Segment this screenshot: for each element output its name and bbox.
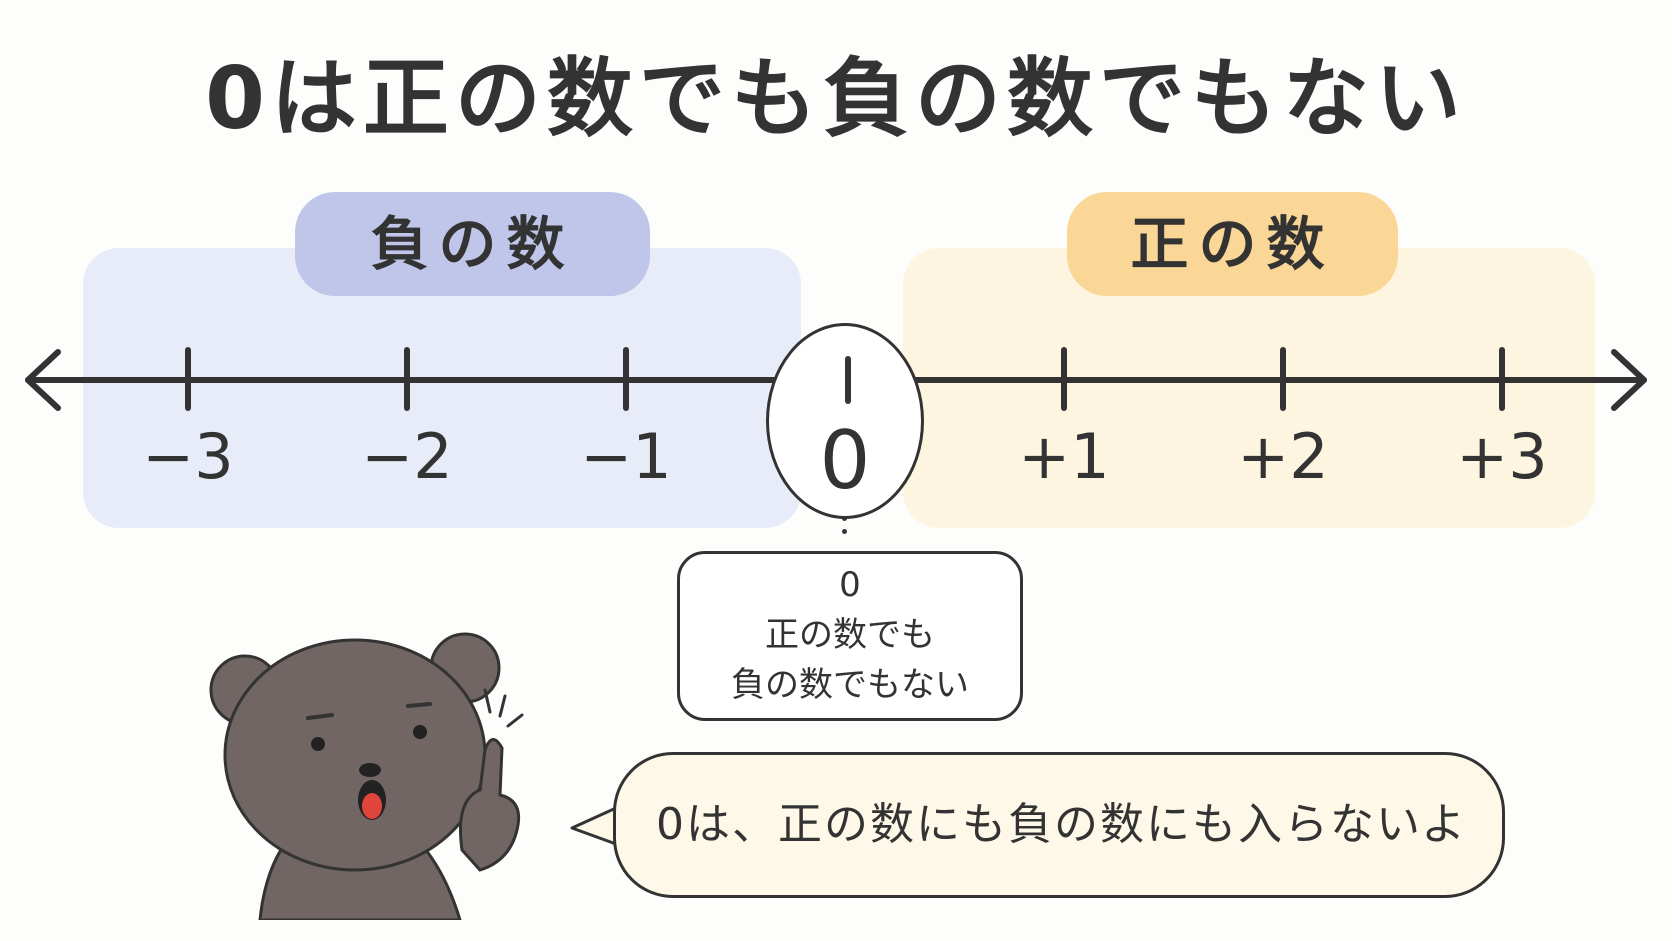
tick-label: −1 xyxy=(580,420,672,493)
note-line-3: 負の数でもない xyxy=(731,665,969,705)
tick-label: +2 xyxy=(1237,420,1329,493)
zero-tick-label: 0 xyxy=(819,414,871,507)
zero-highlight-circle: 0 xyxy=(766,323,924,519)
negative-numbers-label: 負の数 xyxy=(295,192,650,296)
left-arrow-icon xyxy=(25,349,61,411)
speech-bubble-text: 0は、正の数にも負の数にも入らないよ xyxy=(656,799,1468,850)
note-line-2: 正の数でも xyxy=(765,615,935,655)
zero-tick xyxy=(845,356,851,404)
note-line-1: 0 xyxy=(839,565,861,605)
tick-label: +1 xyxy=(1018,420,1110,493)
speech-bubble-tail xyxy=(570,806,617,846)
tick-label: −3 xyxy=(142,420,234,493)
positive-numbers-label: 正の数 xyxy=(1067,192,1398,296)
tick-label: +3 xyxy=(1456,420,1548,493)
speech-bubble: 0は、正の数にも負の数にも入らないよ xyxy=(613,752,1505,898)
zero-note-box: 0 正の数でも 負の数でもない xyxy=(677,551,1023,721)
right-arrow-icon xyxy=(1611,349,1647,411)
bear-pointing-icon xyxy=(209,632,524,920)
dotted-connector xyxy=(842,516,848,542)
tick-label: −2 xyxy=(361,420,453,493)
page-title: 0は正の数でも負の数でもない xyxy=(205,49,1467,149)
